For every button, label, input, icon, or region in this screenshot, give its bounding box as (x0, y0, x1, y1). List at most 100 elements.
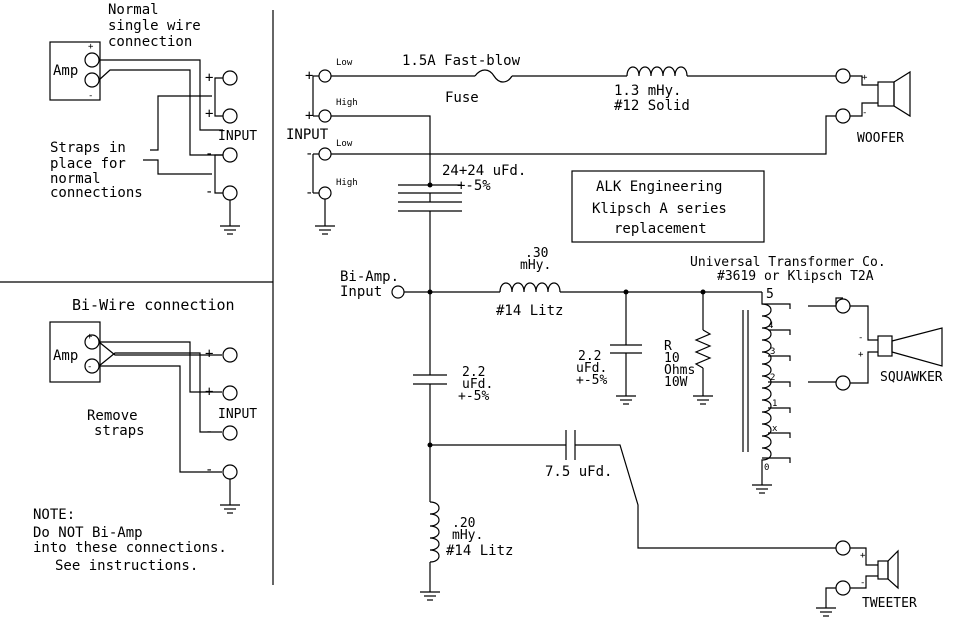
input-terminal-3 (222, 147, 238, 163)
woofer-plus-terminal (835, 68, 851, 84)
woofer-magnet (877, 81, 895, 107)
fuse-symbol (474, 69, 513, 83)
note-line2: into these connections. (33, 540, 227, 556)
note-line1: Do NOT Bi-Amp (33, 525, 143, 541)
tweeter-cone (887, 549, 899, 590)
biwire-terminal-4 (222, 464, 238, 480)
woofer-inductor-value: 1.3 mHy. (614, 83, 681, 99)
svg-text:-: - (87, 362, 92, 372)
squawker-horn (891, 327, 943, 367)
main-input-label: INPUT (286, 127, 329, 143)
svg-text:+: + (860, 551, 866, 561)
svg-text:-: - (205, 462, 213, 478)
woofer-inductor-wire: #12 Solid (614, 98, 690, 114)
tweeter-driver (877, 560, 889, 580)
ground-symbol-tweeter-inductor (420, 591, 440, 601)
normal-connection-panel: Normal single wire connection Amp + - + … (49, 2, 257, 235)
input-terminal-4 (222, 185, 238, 201)
svg-text:-: - (862, 108, 867, 118)
main-input-low-minus (318, 147, 332, 161)
alk-info-box (571, 170, 765, 243)
input-terminal-2 (222, 108, 238, 124)
straps-line2: place for (50, 156, 126, 172)
amp-label: Amp (53, 63, 78, 79)
cap2-value: 2.2 (578, 349, 601, 364)
svg-text:+: + (305, 68, 313, 84)
fuse-rating: 1.5A Fast-blow (402, 53, 521, 69)
ground-symbol-normal (220, 225, 240, 235)
biamp-line2: Input (340, 284, 382, 300)
tap-0: 0 (764, 463, 769, 473)
tap-5: 5 (766, 287, 774, 302)
biwire-amp-label: Amp (53, 348, 78, 364)
amp-box (49, 41, 101, 101)
svg-text:+: + (205, 346, 213, 362)
ind2-unit: mHy. (520, 258, 551, 273)
squawker-plus-terminal (835, 298, 851, 314)
amp-minus-terminal (84, 72, 100, 88)
strap-pointer-2 (143, 159, 212, 175)
resistor-unit: Ohms (664, 363, 695, 378)
svg-text:+: + (205, 384, 213, 400)
squawker-label: SQUAWKER (880, 370, 943, 385)
cap1-value: 24+24 uFd. (442, 163, 526, 179)
alk-line1: ALK Engineering (596, 179, 722, 195)
high-label-1: High (336, 98, 358, 108)
input-label-normal: INPUT (218, 129, 257, 144)
svg-text:-: - (205, 424, 213, 440)
input-terminal-1 (222, 70, 238, 86)
svg-text:+: + (858, 350, 864, 360)
svg-text:-: - (88, 91, 93, 101)
tweeter-label: TWEETER (862, 596, 917, 611)
svg-text:-: - (305, 146, 313, 162)
squawker-minus-terminal (835, 375, 851, 391)
svg-text:+: + (87, 332, 93, 342)
tap-x: x (772, 424, 778, 434)
tweeter-feed-wire (575, 444, 836, 549)
tap-1: 1 (772, 399, 777, 409)
woofer-return-wire (331, 115, 836, 155)
low-label-2: Low (336, 139, 353, 149)
svg-text:+: + (205, 106, 213, 122)
tap-4: 4 (768, 321, 773, 331)
tap-2: 2 (770, 373, 775, 383)
remove-line1: Remove (87, 408, 138, 424)
alk-line2: Klipsch A series (592, 201, 727, 217)
tweeter-plus-terminal (835, 540, 851, 556)
low-label-1: Low (336, 58, 353, 68)
strap-positive (214, 77, 223, 117)
normal-title-line3: connection (108, 34, 192, 50)
svg-text:+: + (88, 42, 94, 52)
biwire-title: Bi-Wire connection (72, 296, 235, 314)
remove-line2: straps (94, 423, 145, 439)
ind2-value: .30 (525, 246, 548, 261)
biwire-terminal-3 (222, 425, 238, 441)
cap2-unit: uFd. (576, 361, 607, 376)
ground-symbol-tweeter (816, 607, 836, 617)
strap-negative (214, 154, 223, 194)
note-line3: See instructions. (55, 558, 198, 574)
svg-text:+: + (862, 73, 868, 83)
fuse-label: Fuse (445, 90, 479, 106)
svg-text:-: - (205, 146, 213, 162)
biwire-amp-box (49, 321, 101, 383)
ind3-value: .20 (452, 516, 475, 531)
svg-text:+: + (305, 108, 313, 124)
cap3-unit: uFd. (462, 377, 493, 392)
biwire-wire-4 (99, 365, 222, 473)
svg-text:-: - (858, 333, 863, 343)
transformer-line2: #3619 or Klipsch T2A (717, 269, 874, 284)
ind3-unit: mHy. (452, 528, 483, 543)
woofer-label: WOOFER (857, 131, 904, 146)
svg-text:+: + (205, 70, 213, 86)
biwire-wire-1 (98, 341, 222, 356)
strap-pointer-1 (150, 95, 212, 151)
resistor-power: 10W (664, 375, 688, 390)
biwire-terminal-2 (222, 385, 238, 401)
wire-amp-plus (99, 59, 223, 131)
biamp-line1: Bi-Amp. (340, 269, 399, 285)
main-crossover: INPUT Low High Low High + + - - 1.5A Fas… (286, 53, 943, 617)
squawker-inductor (499, 282, 561, 293)
biwire-terminal-1 (222, 347, 238, 363)
